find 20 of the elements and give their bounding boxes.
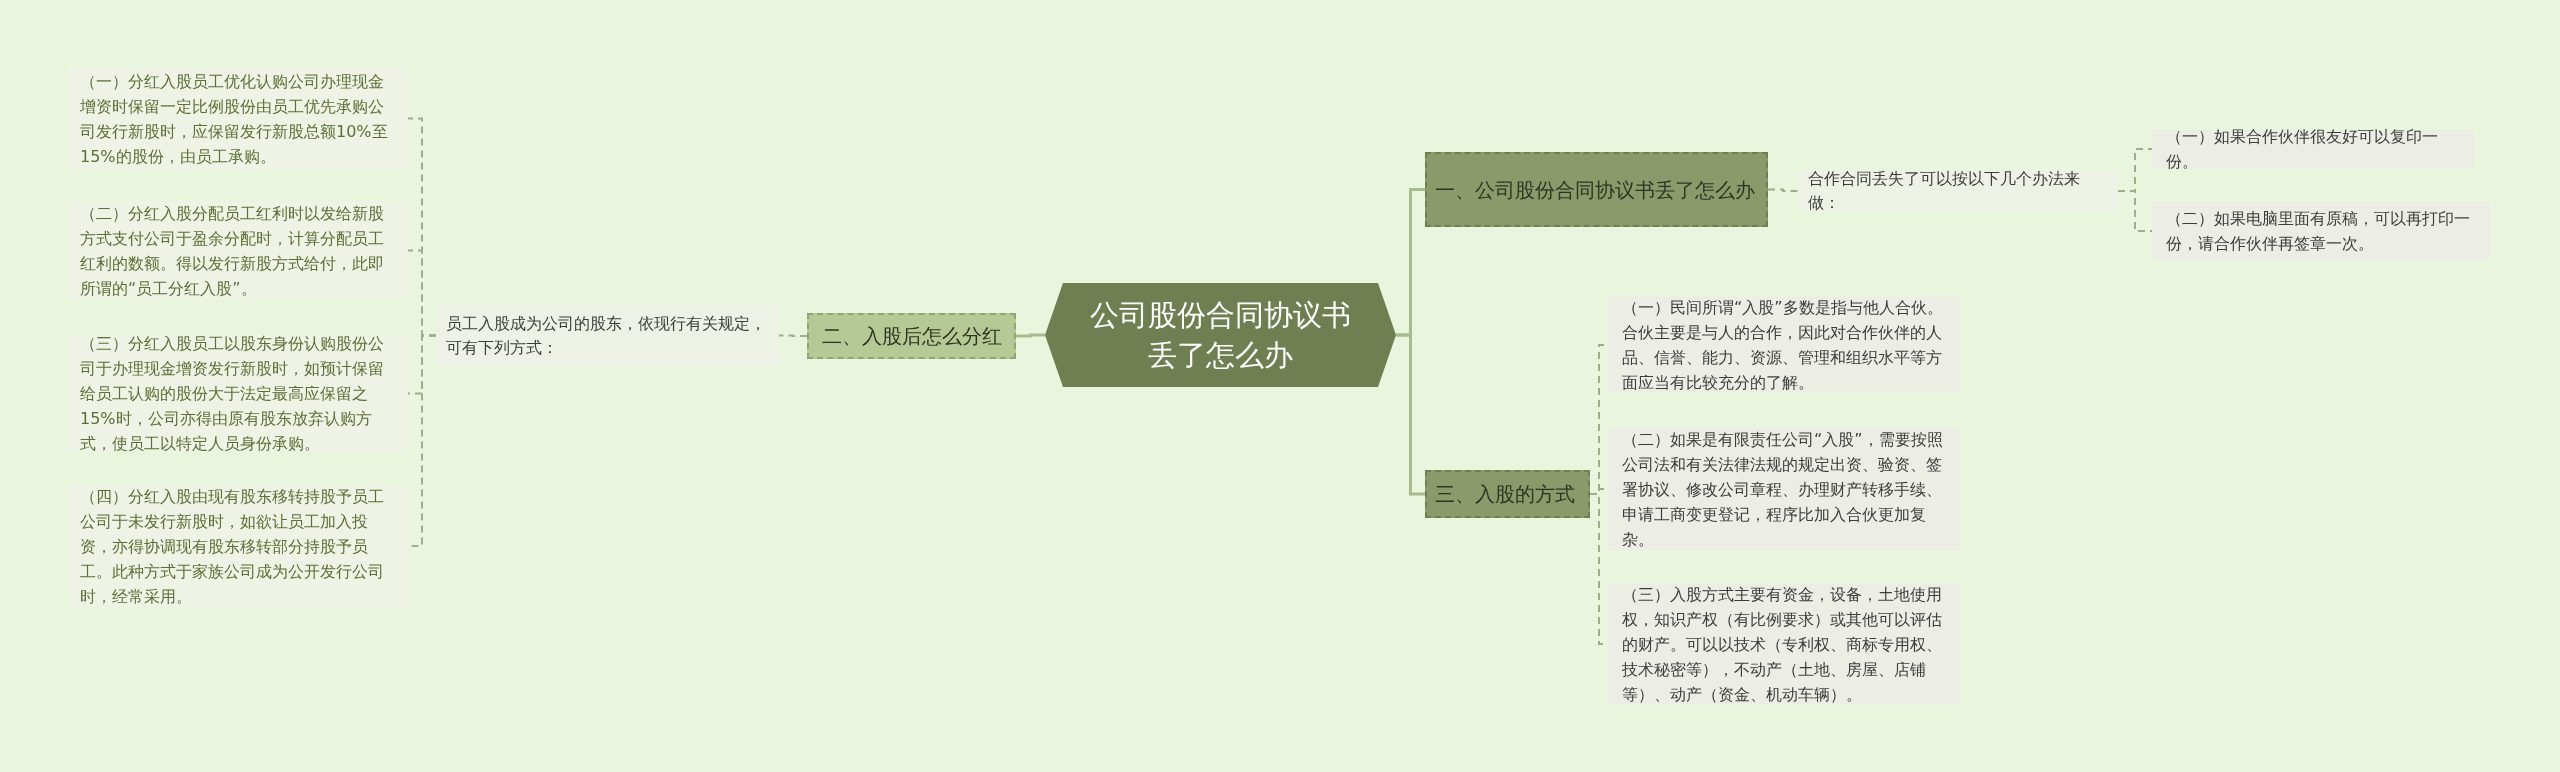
text-box: （一）分红入股员工优化认购公司办理现金增资时保留一定比例股份由员工优先承购公司发行新股时，应保留发行新股总额10%至15%的股份，由员工承购。	[68, 67, 408, 170]
topic-box: 三、入股的方式	[1425, 470, 1590, 518]
text-box: （一）民间所谓“入股”多数是指与他人合伙。合伙主要是与人的合作，因此对合作伙伴的人品、信誉、能力、资源、管理和组织水平等方面应当有比较充分的了解。	[1608, 297, 1960, 393]
topic-box: 二、入股后怎么分红	[807, 313, 1016, 359]
note-box: 员工入股成为公司的股东，依现行有关规定，可有下列方式：	[436, 305, 779, 366]
connector	[2117, 190, 2153, 232]
connector	[1767, 188, 1799, 192]
text-box: （一）如果合作伙伴很友好可以复印一份。	[2152, 130, 2474, 168]
text-box: （二）如果是有限责任公司“入股”，需要按照公司法和有关法律法规的规定出资、验资、签署协议、修改公司章程、办理财产转移手续、申请工商变更登记，程序比加入合伙更加复杂。	[1608, 428, 1960, 550]
topic-box: 一、公司股份合同协议书丢了怎么办	[1425, 152, 1768, 227]
connector	[778, 334, 808, 337]
central-topic: 公司股份合同协议书丢了怎么办	[1045, 283, 1396, 387]
text-box: （二）分红入股分配员工红利时以发给新股方式支付公司于盈余分配时，计算分配员工红利的数额。得以发行新股方式给付，此即所谓的“员工分红入股”。	[68, 202, 408, 299]
connector	[1016, 333, 1045, 338]
connector	[1396, 333, 1425, 496]
text-box: （三）分红入股员工以股东身份认购股份公司于办理现金增资发行新股时，如预计保留给员工认购的股份大于法定最高应保留之15%时，公司亦得由原有股东放弃认购方式，使员工以特定人员身份承购。	[68, 335, 408, 452]
text-box: （二）如果电脑里面有原稿，可以再打印一份，请合作伙伴再签章一次。	[2152, 202, 2490, 260]
text-box: （四）分红入股由现有股东移转持股予员工公司于未发行新股时，如欲让员工加入投资，亦得协调现有股东移转部分持股予员工。此种方式于家族公司成为公开发行公司时，经常采用。	[68, 485, 408, 607]
text-box: （三）入股方式主要有资金，设备，土地使用权，知识产权（有比例要求）或其他可以评估的财产。可以以技术（专利权、商标专用权、技术秘密等），不动产（土地、房屋、店铺等）、动产（资金、机动车辆）。	[1608, 583, 1960, 705]
note-box: 合作合同丢失了可以按以下几个办法来做：	[1798, 171, 2118, 211]
